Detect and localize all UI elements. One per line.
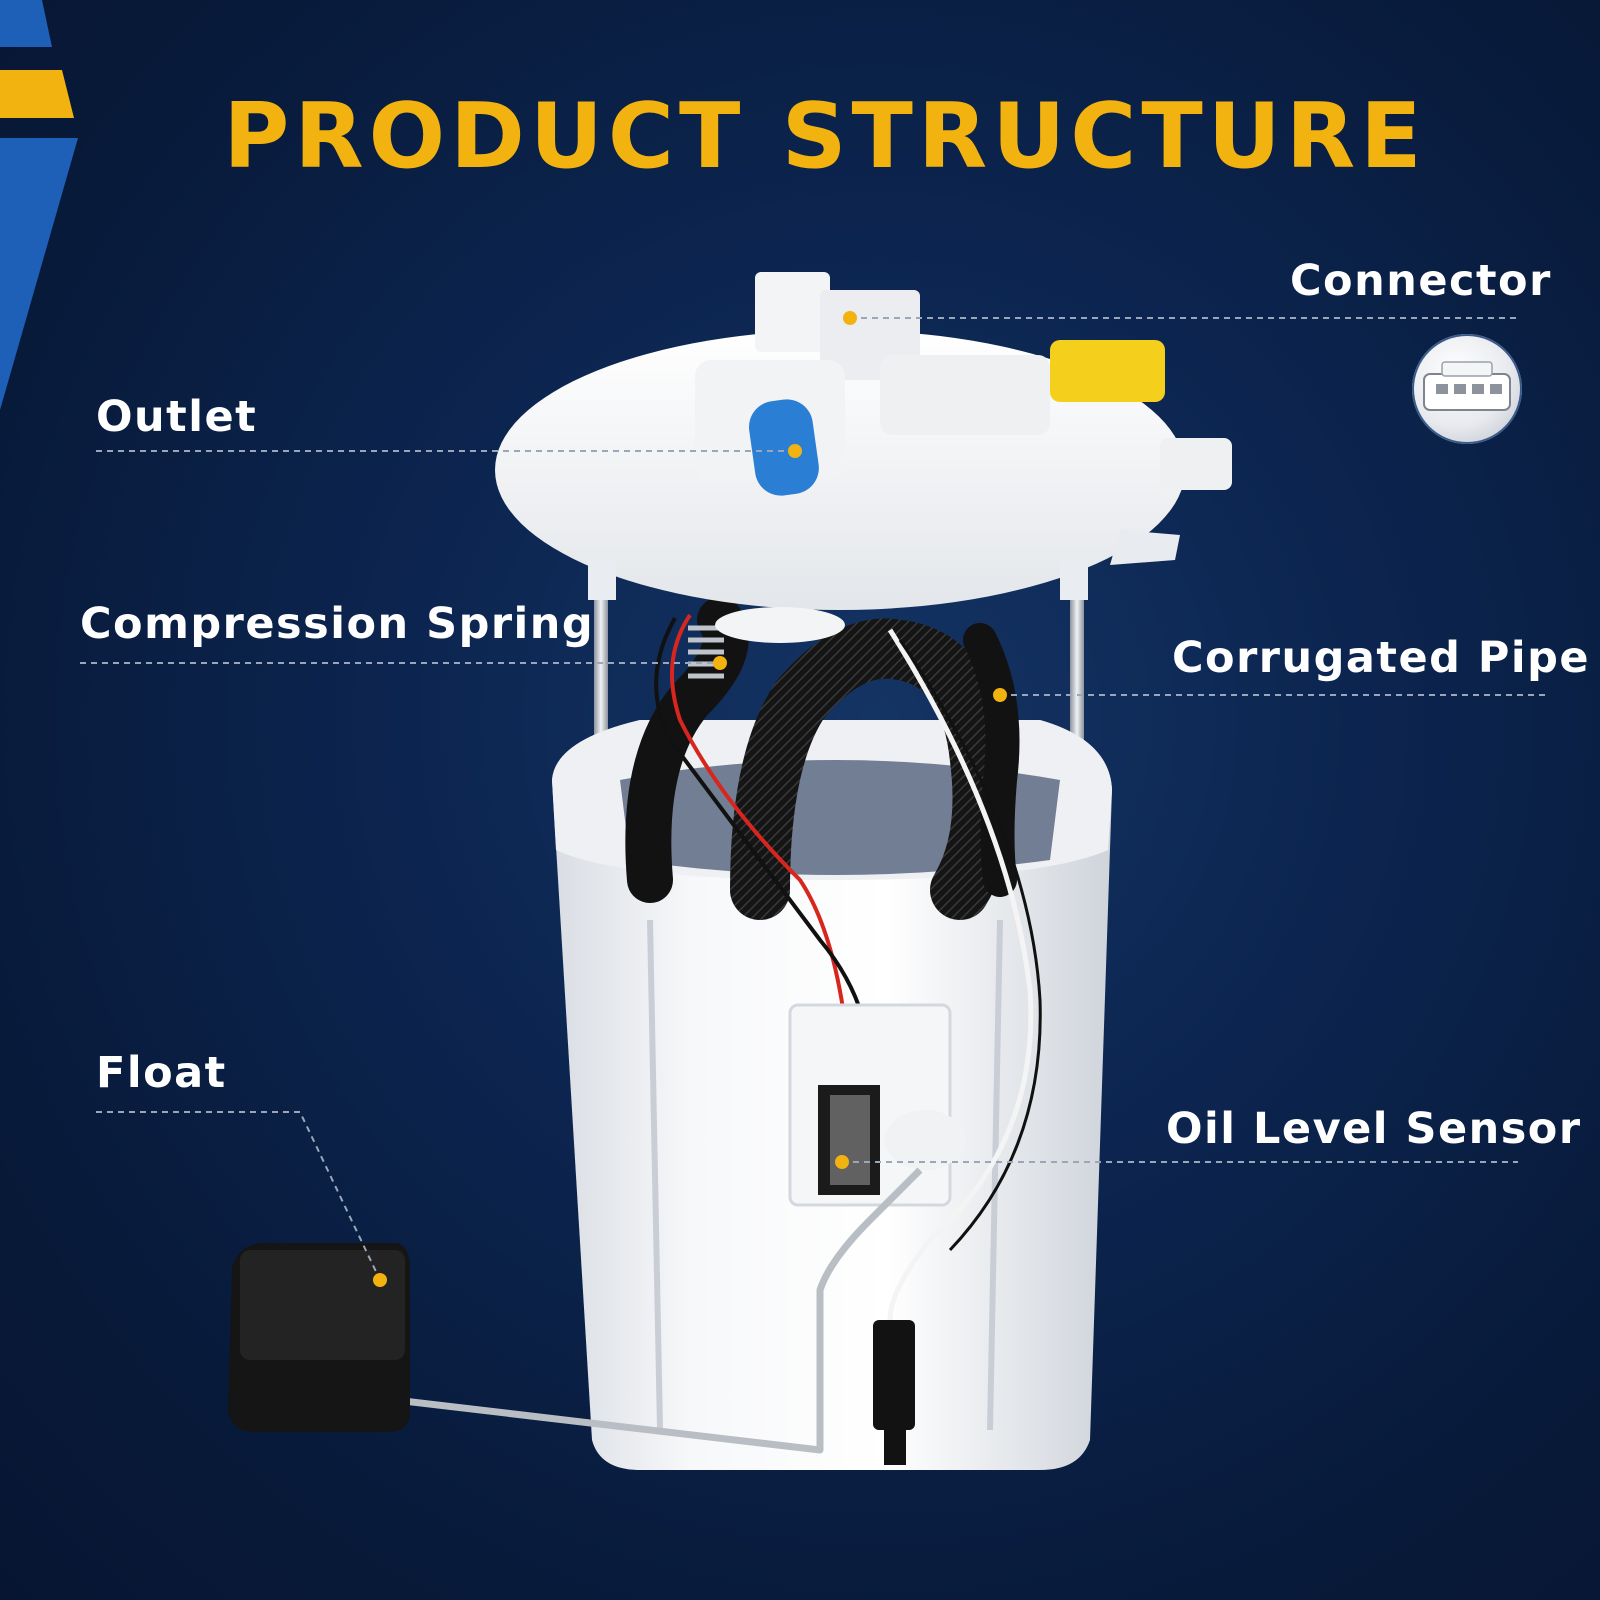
ground-clip-stem — [884, 1420, 906, 1465]
corrugated-hose-left — [625, 597, 749, 903]
level-sensor-resistor — [830, 1095, 870, 1185]
wire-black-right — [898, 639, 1042, 1252]
reservoir-rib-left — [647, 919, 663, 1431]
ground-clip — [873, 1320, 915, 1430]
label-corrugated-pipe: Corrugated Pipe — [1172, 633, 1591, 683]
wire-black — [654, 617, 872, 1071]
connector-plug-drawing — [1423, 361, 1511, 411]
outlet-blue-cap — [748, 399, 819, 496]
flange-leg-right — [1060, 560, 1088, 600]
wire-red — [670, 613, 852, 1071]
float-top-face — [240, 1250, 405, 1360]
side-port — [1160, 438, 1232, 490]
float-arm — [309, 1167, 923, 1454]
label-outlet: Outlet — [96, 392, 258, 442]
connector-plug-icon — [1412, 334, 1522, 444]
level-sensor-pivot — [885, 1110, 965, 1170]
flange-collar — [715, 607, 845, 643]
label-float: Float — [96, 1048, 227, 1098]
return-port-yellow-cap — [1050, 340, 1165, 402]
flange-tab — [1110, 530, 1180, 565]
connector-housing — [755, 272, 830, 352]
label-oil-level-sensor: Oil Level Sensor — [1166, 1104, 1582, 1154]
reservoir-rib-right — [987, 919, 1003, 1431]
compression-spring — [688, 625, 724, 679]
return-port-housing — [880, 355, 1050, 435]
page-title: PRODUCT STRUCTURE — [223, 84, 1427, 189]
label-compression-spring: Compression Spring — [80, 599, 595, 649]
wire-white — [887, 628, 1034, 1321]
flange-leg-left — [588, 560, 616, 600]
label-connector: Connector — [1290, 256, 1552, 306]
